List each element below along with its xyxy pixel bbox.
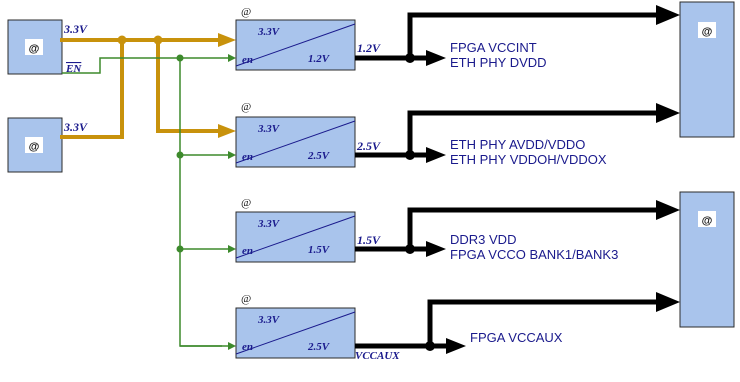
regulator-1-vout: 1.2V (308, 53, 331, 65)
enable-arrows (228, 54, 236, 350)
regulator-2-en: en (242, 151, 253, 163)
regulator-3-en: en (242, 245, 253, 257)
bus-junction-2 (153, 35, 163, 45)
regulator-4: @ 3.3V en 2.5V (235, 293, 356, 359)
enable-net (62, 57, 230, 347)
output-junction-3 (405, 244, 415, 254)
source-block-top-label: @ (29, 43, 40, 55)
source-block-bottom (7, 117, 63, 173)
power-bus (60, 38, 222, 139)
bus-junction-1 (117, 35, 127, 45)
regulator-4-vin: 3.3V (257, 314, 281, 326)
output-arrow-1 (656, 5, 680, 25)
regulator-3: @ 3.3V en 1.5V (235, 197, 356, 263)
load-arrow-3 (426, 241, 446, 257)
input-rail-bottom-label: 3.3V (63, 120, 88, 134)
output-junction-4 (425, 341, 435, 351)
load-label-2a: ETH PHY AVDD/VDDO (450, 137, 585, 152)
regulator-3-vout: 1.5V (308, 244, 331, 256)
regulator-1-vin: 3.3V (257, 26, 281, 38)
load-arrow-4 (446, 338, 466, 354)
load-label-1a: FPGA VCCINT (450, 40, 537, 55)
net-label-2: 2.5V (356, 139, 381, 153)
ddr-block-label: @ (702, 215, 713, 227)
regulator-3-vin: 3.3V (257, 218, 281, 230)
regulator-2: @ 3.3V en 2.5V (235, 101, 356, 168)
regulator-1-ref: @ (241, 6, 251, 18)
load-label-3a: DDR3 VDD (450, 232, 516, 247)
output-arrow-2 (656, 103, 680, 123)
power-arrow-1 (218, 33, 236, 47)
regulator-3-ref: @ (241, 197, 251, 209)
load-arrow-2 (426, 147, 446, 163)
regulator-1: @ 3.3V en 1.2V (235, 6, 356, 71)
regulator-4-vout: 2.5V (307, 341, 331, 353)
source-block-bottom-tag (25, 137, 43, 153)
output-arrow-3 (656, 200, 680, 220)
regulator-4-en: en (242, 341, 253, 353)
load-arrow-1 (426, 50, 446, 66)
source-block-bottom-label: @ (29, 141, 40, 153)
enable-label: EN (65, 63, 82, 75)
output-arrow-4 (656, 292, 680, 312)
load-label-2b: ETH PHY VDDOH/VDDOX (450, 152, 607, 167)
load-label-4a: FPGA VCCAUX (470, 330, 563, 345)
regulator-2-ref: @ (241, 101, 251, 113)
power-arrow-2 (218, 124, 236, 138)
regulator-4-ref: @ (241, 293, 251, 305)
regulator-2-vout: 2.5V (307, 150, 331, 162)
output-junction-2 (405, 150, 415, 160)
fpga-block-label: @ (702, 26, 713, 38)
input-rail-top-label: 3.3V (63, 22, 88, 36)
net-label-3: 1.5V (357, 233, 381, 247)
net-label-4: VCCAUX (355, 350, 400, 362)
source-block-top-tag (25, 39, 43, 55)
regulator-2-vin: 3.3V (257, 123, 281, 135)
ddr-block-tag (698, 211, 716, 227)
fpga-block-tag (698, 22, 716, 38)
load-label-1b: ETH PHY DVDD (450, 55, 547, 70)
regulator-1-en: en (242, 54, 253, 66)
load-label-3b: FPGA VCCO BANK1/BANK3 (450, 247, 618, 262)
output-junction-1 (405, 53, 415, 63)
enable-junctions (176, 54, 184, 253)
net-label-1: 1.2V (357, 41, 381, 55)
